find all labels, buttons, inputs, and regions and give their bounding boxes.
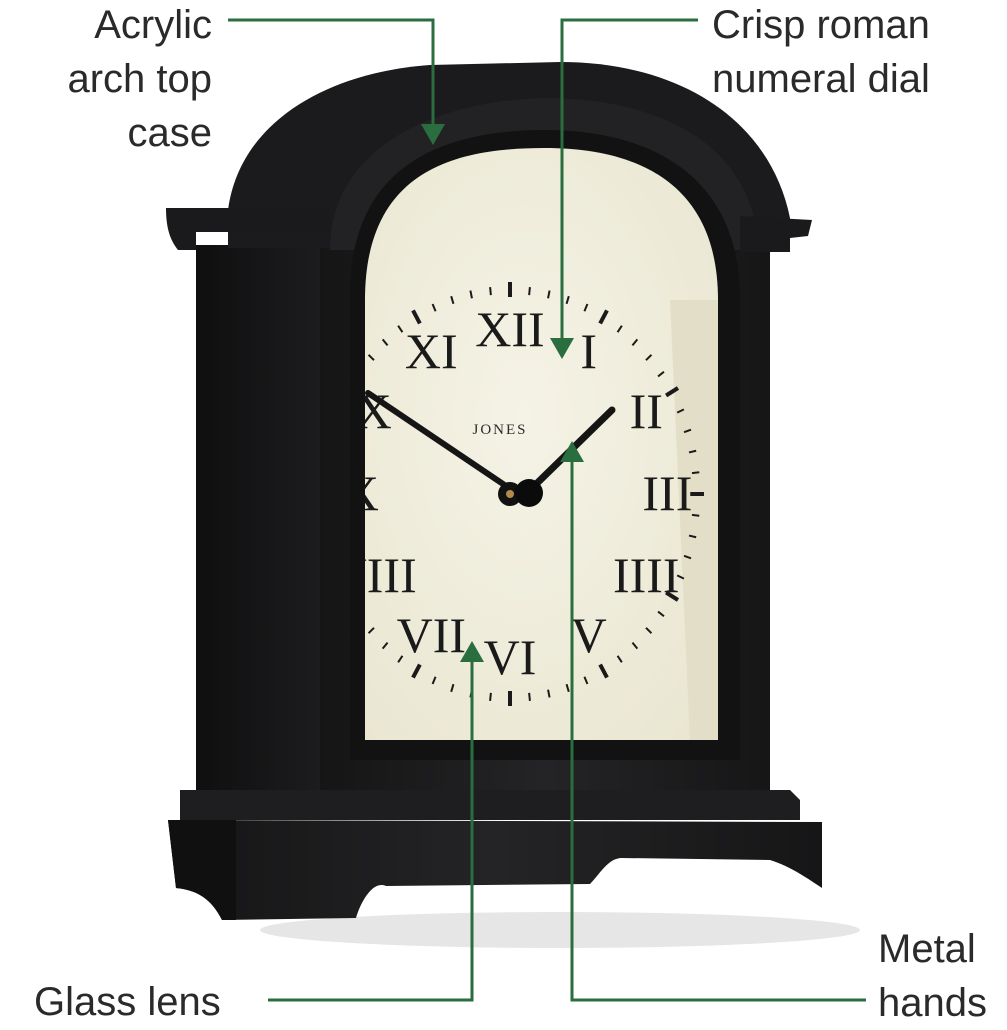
leader-lines <box>228 18 866 1002</box>
hour-tick <box>411 309 422 325</box>
dial-numeral: XII <box>475 301 544 357</box>
dial-numeral: III <box>642 465 692 521</box>
minute-tick <box>657 610 665 618</box>
cornice-right <box>740 216 812 252</box>
minute-tick <box>367 627 375 634</box>
leader-acrylic <box>228 18 435 128</box>
hour-tick <box>598 309 609 325</box>
hour-tick <box>665 590 680 602</box>
callout-line: arch top <box>67 57 212 101</box>
minute-tick <box>565 683 570 693</box>
callout-line: Acrylic <box>94 3 212 47</box>
callout-acrylic-arch-top-case: Acrylic arch top case <box>0 0 212 160</box>
base-front <box>168 820 822 920</box>
minute-tick <box>631 338 639 347</box>
minute-tick <box>381 338 389 347</box>
minute-tick <box>691 471 700 475</box>
dial-numeral: IIII <box>613 547 680 603</box>
minute-tick <box>691 513 700 517</box>
leader-metal <box>570 458 866 1002</box>
arrow-glass <box>460 641 484 662</box>
minute-tick <box>616 325 623 333</box>
minute-tick <box>547 290 551 299</box>
cornice-left <box>166 208 330 250</box>
minute-tick <box>645 627 653 634</box>
minute-tick <box>450 295 455 305</box>
base-side <box>168 820 236 920</box>
callout-line: Crisp roman <box>712 3 930 47</box>
callout-line: case <box>127 111 213 155</box>
minute-tick <box>431 303 437 312</box>
minute-tick <box>583 303 589 312</box>
minute-tick <box>489 692 492 701</box>
center-hub-shine <box>506 490 514 498</box>
callout-roman-numeral-dial: Crisp roman numeral dial <box>712 0 982 106</box>
minute-tick <box>397 325 404 333</box>
callout-glass-lens: Glass lens <box>34 975 264 1029</box>
minute-tick <box>683 554 692 560</box>
hour-tick <box>598 663 609 679</box>
callout-line: hands <box>878 981 987 1025</box>
minute-tick <box>688 449 697 454</box>
minute-tick <box>489 287 492 296</box>
dial-numeral: I <box>580 323 597 379</box>
floor-shadow <box>260 912 860 948</box>
leader-arrowheads <box>421 124 584 662</box>
minute-tick <box>431 676 437 685</box>
roman-numerals: XIIIIIIIIIIIIVVIVIIVIIIIXXXI <box>326 301 692 685</box>
dial-numeral: XI <box>405 323 458 379</box>
callout-metal-hands: Metal hands <box>878 922 1003 1030</box>
dial-numeral: V <box>571 607 607 663</box>
leader-glass <box>268 658 474 1002</box>
case-side <box>196 245 330 800</box>
minute-tick <box>367 354 375 361</box>
minute-tick <box>547 689 551 698</box>
hour-tick <box>665 386 680 398</box>
minute-tick <box>450 683 455 693</box>
minute-tick <box>645 354 653 361</box>
callout-line: numeral dial <box>712 57 930 101</box>
minute-tick <box>616 655 623 663</box>
dial-numeral: VII <box>397 607 466 663</box>
minute-tick <box>688 534 697 539</box>
center-hub-cap <box>515 479 543 507</box>
minute-tick <box>676 574 685 580</box>
minute-hand <box>365 390 518 495</box>
minute-tick <box>397 655 404 663</box>
minute-tick <box>381 641 389 650</box>
callout-line: Glass lens <box>34 980 221 1024</box>
dial-numeral: II <box>630 383 663 439</box>
hour-tick <box>411 663 422 679</box>
minute-ticks <box>367 282 704 706</box>
arrow-acrylic <box>421 124 445 145</box>
leader-crisp <box>560 18 698 342</box>
arrow-metal <box>560 441 584 462</box>
arrow-crisp <box>550 338 574 359</box>
dial-face: XIIIIIIIIIIIIVVIVIIVIIIIXXXI JONES <box>326 148 718 740</box>
minute-tick <box>583 676 589 685</box>
minute-tick <box>469 290 473 299</box>
dial-numeral: VIII <box>331 547 417 603</box>
minute-tick <box>528 287 531 296</box>
minute-tick <box>657 370 665 378</box>
callout-line: Metal <box>878 927 976 971</box>
minute-tick <box>631 641 639 650</box>
minute-tick <box>683 428 692 434</box>
minute-tick <box>676 408 685 414</box>
minute-tick <box>565 295 570 305</box>
dial-numeral: IX <box>326 465 379 521</box>
minute-tick <box>528 692 531 701</box>
dial-numeral: VI <box>484 629 537 685</box>
dial-brand: JONES <box>472 422 527 438</box>
base-top <box>180 790 800 820</box>
